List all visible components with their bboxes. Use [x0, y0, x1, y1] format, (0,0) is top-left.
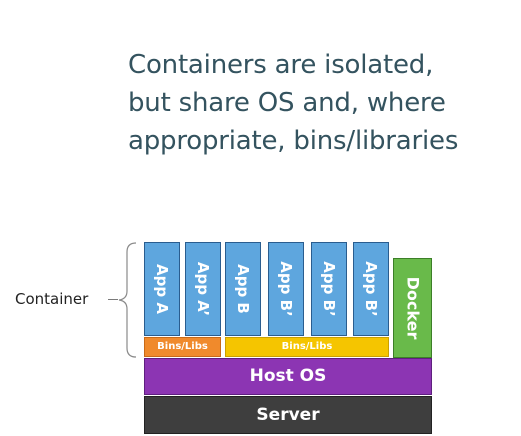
app-box-a-prime: App A’: [185, 242, 221, 336]
docker-label: Docker: [403, 276, 422, 340]
bins-libs-bar-a: Bins/Libs: [144, 337, 221, 357]
title-line-1: Containers are isolated,: [128, 50, 434, 80]
app-box-b-prime-3: App B’: [353, 242, 389, 336]
title-line-2: but share OS and, where: [128, 88, 446, 118]
app-box-label: App B’: [320, 261, 338, 317]
docker-engine-box: Docker: [393, 258, 432, 358]
app-box-b: App B: [225, 242, 261, 336]
app-box-b-prime-1: App B’: [268, 242, 304, 336]
container-label-connector: [108, 299, 118, 300]
container-label: Container: [15, 290, 89, 308]
container-brace: [118, 242, 137, 358]
host-os-layer: Host OS: [144, 358, 432, 395]
title-line-3: appropriate, bins/libraries: [128, 126, 459, 156]
slide-title: Containers are isolated, but share OS an…: [128, 46, 518, 160]
app-box-label: App A’: [194, 261, 212, 317]
server-layer: Server: [144, 396, 432, 434]
app-box-a: App A: [144, 242, 180, 336]
app-box-b-prime-2: App B’: [311, 242, 347, 336]
app-box-label: App A: [153, 264, 171, 314]
bins-libs-bar-b: Bins/Libs: [225, 337, 389, 357]
app-box-label: App B’: [277, 261, 295, 317]
app-box-label: App B: [234, 264, 252, 314]
app-box-label: App B’: [362, 261, 380, 317]
